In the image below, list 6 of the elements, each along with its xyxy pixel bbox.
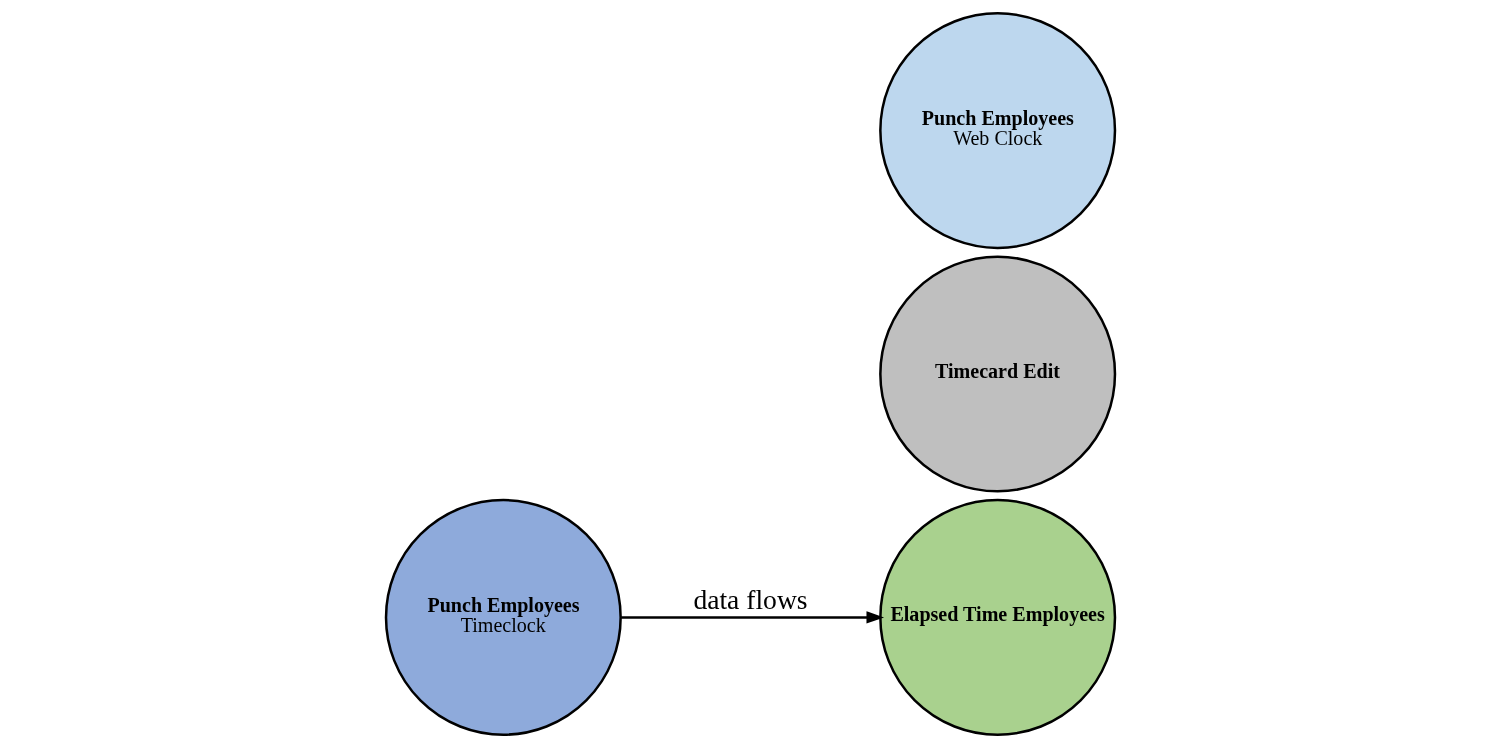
edge-label: data flows <box>693 584 808 616</box>
arrow <box>621 611 885 624</box>
node-circle: Timecard Edit <box>879 255 1117 493</box>
node-circle: Elapsed Time Employees <box>879 498 1117 736</box>
node-circle: Punch Employees Timeclock <box>384 498 622 736</box>
node-circle: Punch Employees Web Clock <box>879 12 1117 250</box>
